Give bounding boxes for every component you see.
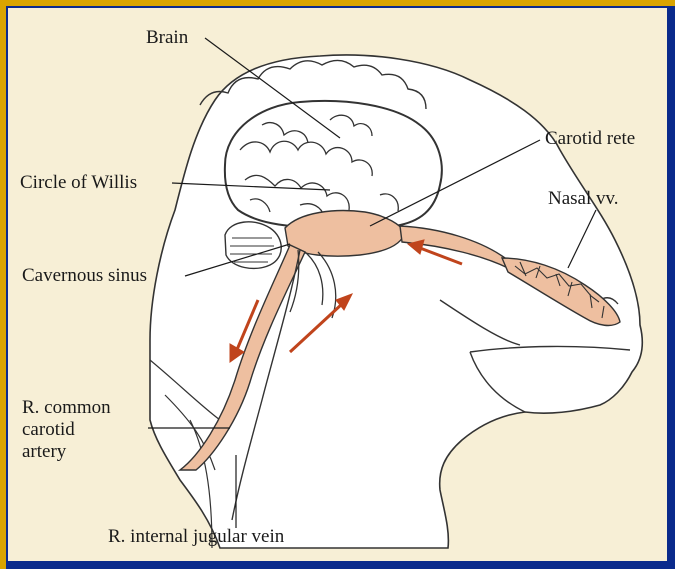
label-internal-jugular: R. internal jugular vein xyxy=(108,526,284,548)
label-cavernous-sinus: Cavernous sinus xyxy=(22,265,147,287)
label-common-carotid-line3: artery xyxy=(22,441,66,463)
frame-top-accent xyxy=(0,0,675,6)
label-circle-of-willis: Circle of Willis xyxy=(20,172,137,194)
label-brain: Brain xyxy=(146,27,188,49)
label-nasal-vv: Nasal vv. xyxy=(548,188,619,210)
label-carotid-rete: Carotid rete xyxy=(545,128,635,150)
frame-left-accent xyxy=(0,0,6,569)
label-common-carotid-line1: R. common xyxy=(22,397,111,419)
label-common-carotid-line2: carotid xyxy=(22,419,75,441)
